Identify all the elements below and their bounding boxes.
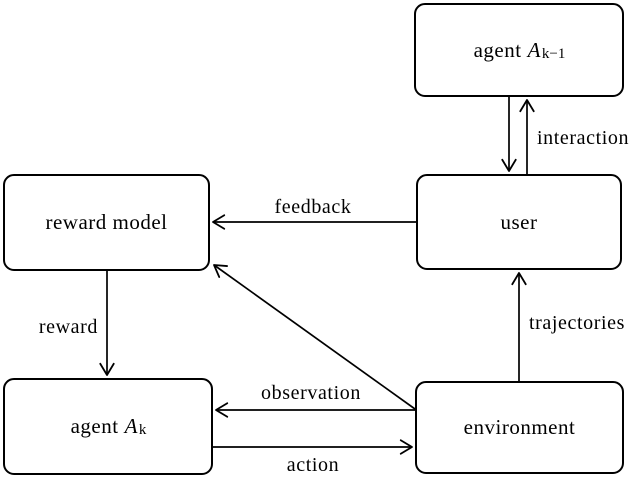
node-agent-k-label: agent (70, 414, 119, 438)
node-agent-k-subscript: k (138, 422, 147, 438)
arrow-env-to-reward-model (213, 264, 416, 410)
node-agent-k-var: A (124, 414, 138, 438)
node-agent-prev-subscript: k−1 (541, 45, 566, 62)
node-user: user (416, 174, 622, 270)
node-user-label: user (500, 209, 538, 234)
edge-label-feedback: feedback (274, 196, 352, 218)
node-reward-model: reward model (3, 174, 210, 271)
edge-label-reward: reward (38, 316, 98, 338)
node-agent-prev-var: A (527, 37, 541, 62)
node-environment: environment (415, 381, 624, 474)
edge-label-trajectories: trajectories (529, 312, 626, 334)
edge-label-action: action (286, 454, 340, 476)
node-agent-prev-label: agent (473, 37, 522, 62)
node-reward-model-label: reward model (45, 210, 168, 234)
edge-label-interaction: interaction (537, 127, 630, 149)
node-environment-label: environment (463, 415, 576, 439)
edge-label-observation: observation (261, 382, 361, 404)
